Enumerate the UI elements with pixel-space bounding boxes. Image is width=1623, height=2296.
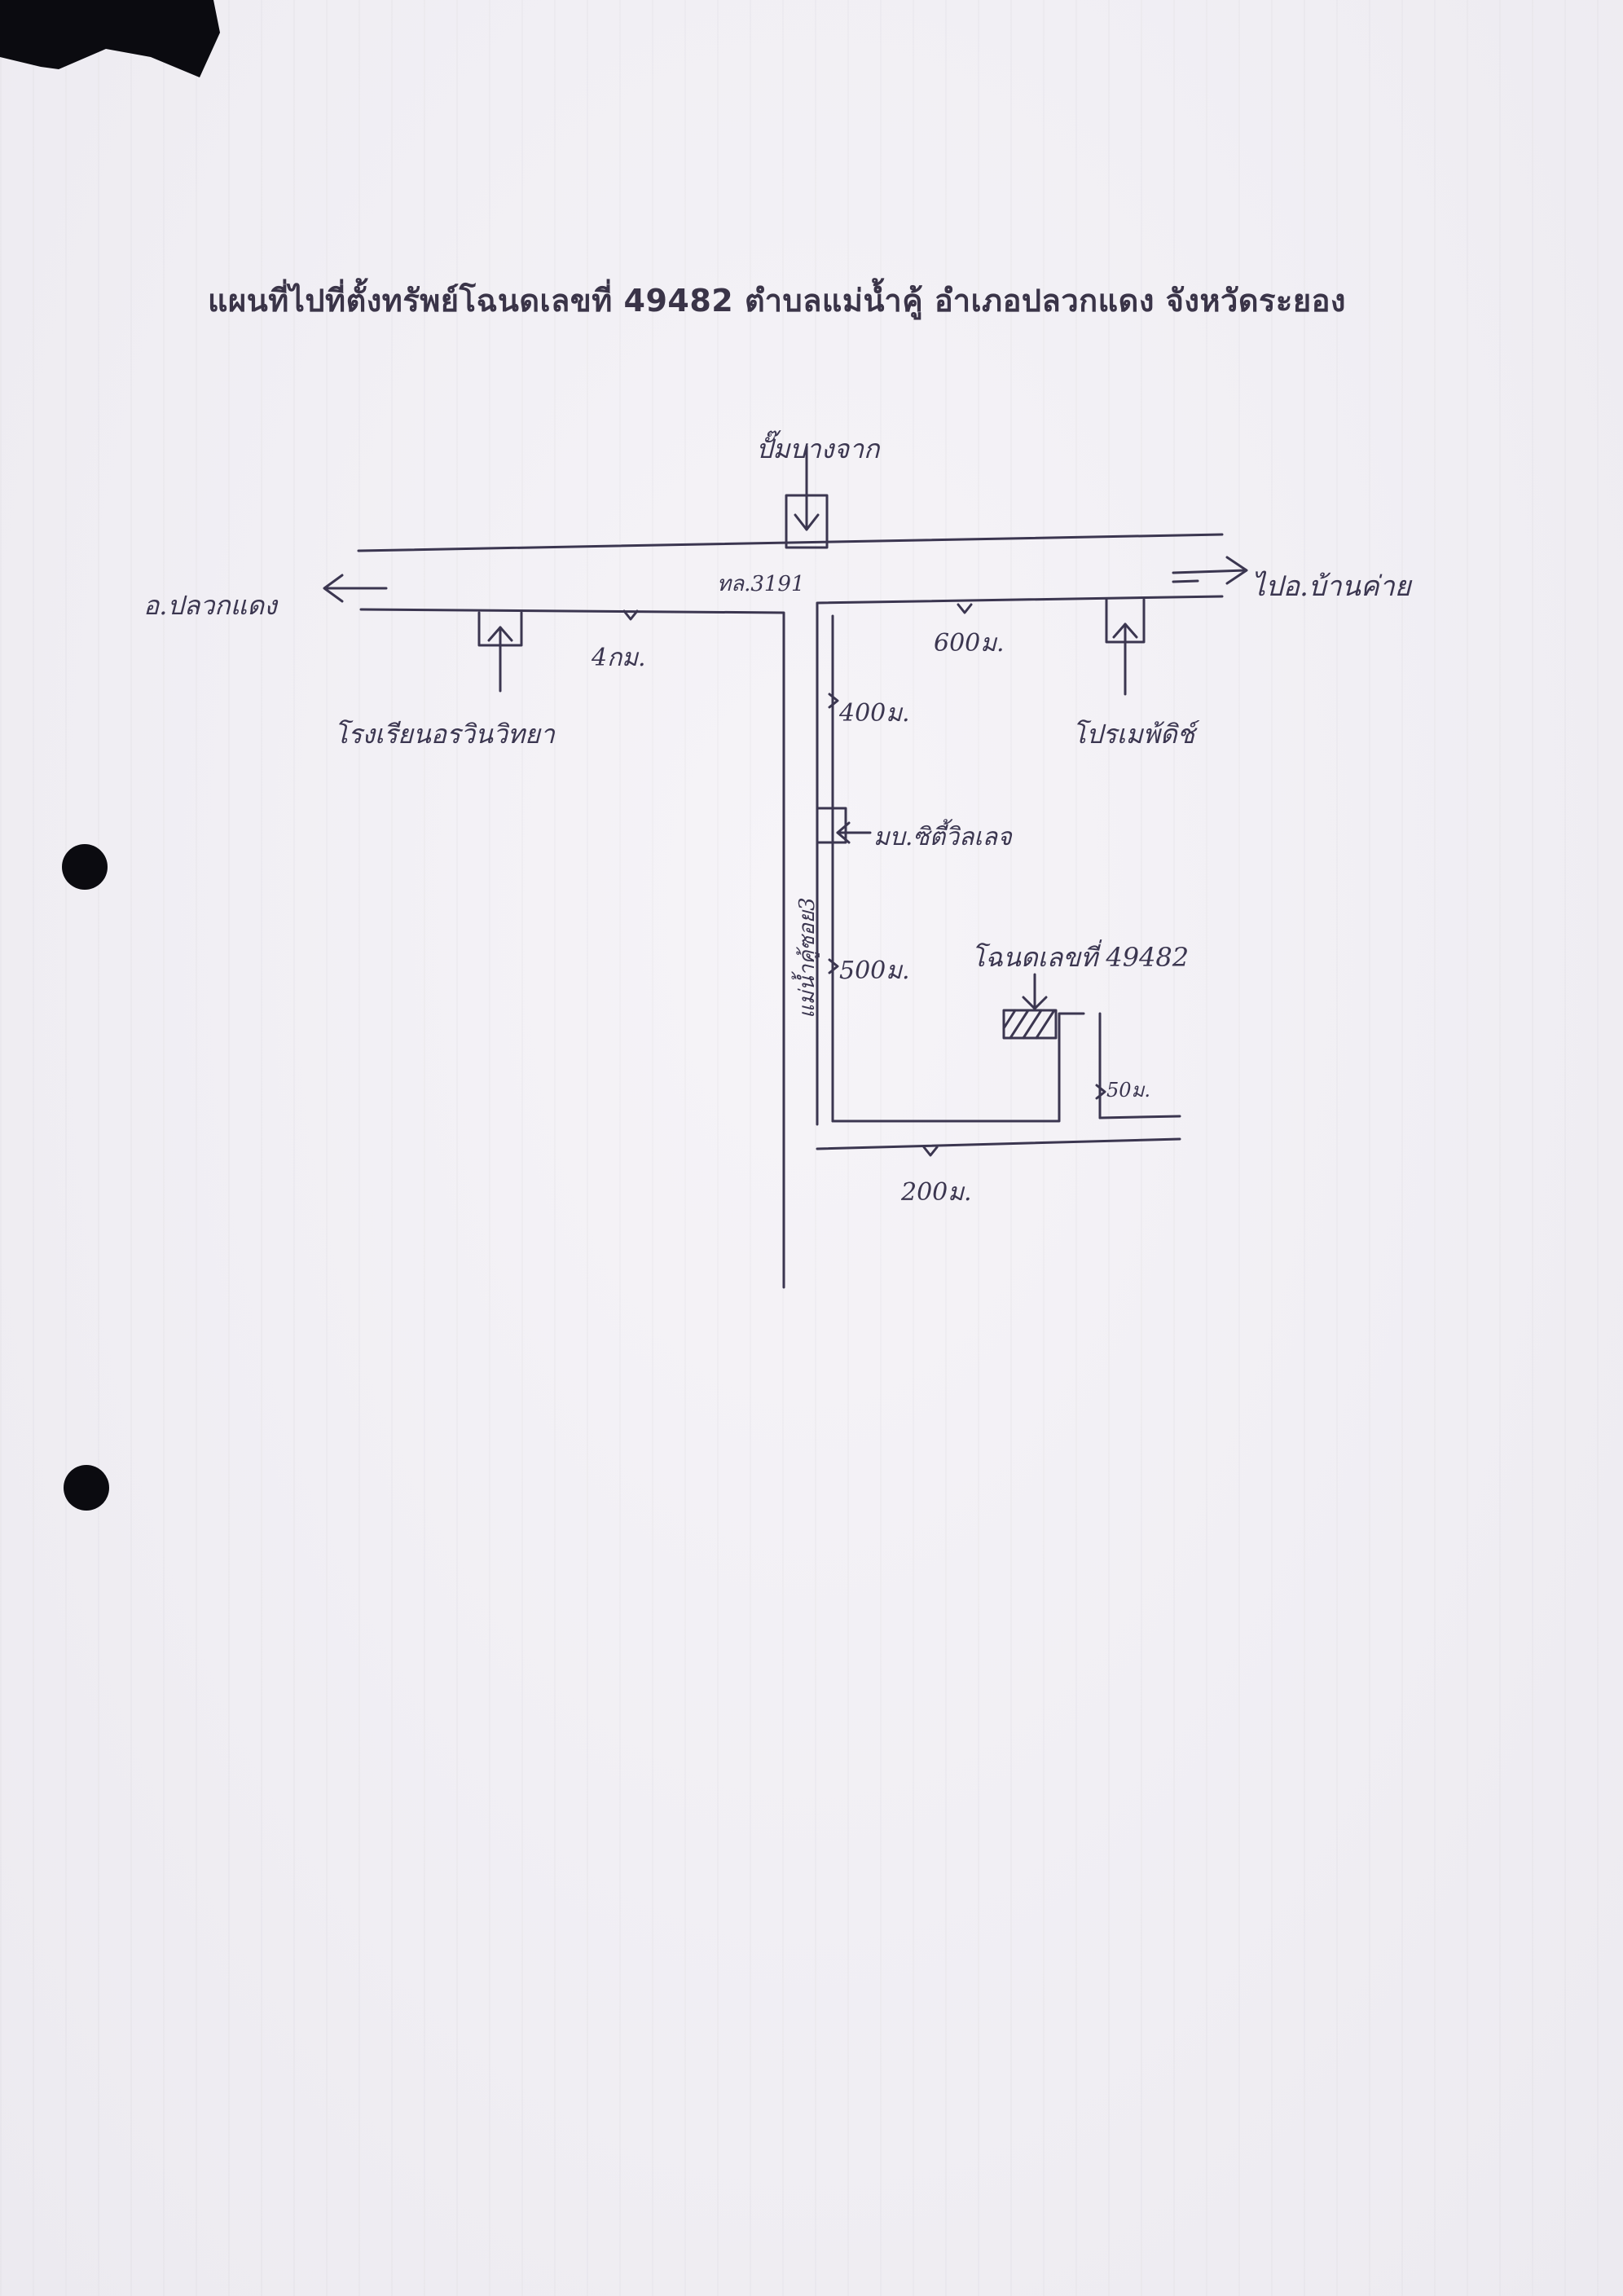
distance-400m-label: 400ม. bbox=[839, 699, 910, 728]
school-label: โรงเรียนอรวินวิทยา bbox=[334, 719, 555, 750]
branch-road bbox=[816, 1012, 1181, 1150]
company-label: โปรเมพ้ดิช์ bbox=[1072, 719, 1195, 750]
page-title: แผนที่ไปที่ตั้งทรัพย์โฉนดเลขที่ 49482 ตำ… bbox=[208, 283, 1346, 319]
distance-600m-label: 600ม. bbox=[934, 629, 1005, 658]
village-label: มบ.ซิตี้วิลเลจ bbox=[873, 823, 1012, 851]
side-road-label: แม่น้ำคู้ซอย3 bbox=[795, 897, 820, 1018]
highway-label: ทล.3191 bbox=[717, 572, 805, 596]
distance-500m-label: 500ม. bbox=[839, 957, 910, 985]
distance-4km-label: 4กม. bbox=[592, 644, 646, 672]
to-pluak-daeng-label: อ.ปลวกแดง bbox=[143, 590, 277, 621]
company-marker bbox=[1105, 598, 1146, 696]
punch-hole-bottom bbox=[64, 1465, 109, 1511]
to-ban-khai-label: ไปอ.บ้านค่าย bbox=[1251, 570, 1411, 603]
deed-label: โฉนดเลขที่ 49482 bbox=[971, 942, 1190, 973]
village-marker bbox=[816, 807, 872, 844]
deed-plot-marker bbox=[1002, 973, 1058, 1040]
gas-station-label: ปั๊มบางจาก bbox=[756, 433, 880, 464]
gas-station-marker bbox=[785, 445, 829, 549]
distance-ticks bbox=[622, 603, 1106, 1157]
distance-200m-label: 200ม. bbox=[901, 1178, 972, 1207]
arrow-right-icon bbox=[1172, 556, 1248, 585]
arrow-left-icon bbox=[323, 574, 388, 603]
distance-50m-label: 50ม. bbox=[1106, 1079, 1150, 1102]
scan-corner-mark bbox=[0, 0, 220, 77]
highway-road bbox=[357, 533, 1224, 1289]
school-marker bbox=[477, 611, 523, 693]
punch-hole-top bbox=[62, 844, 108, 890]
